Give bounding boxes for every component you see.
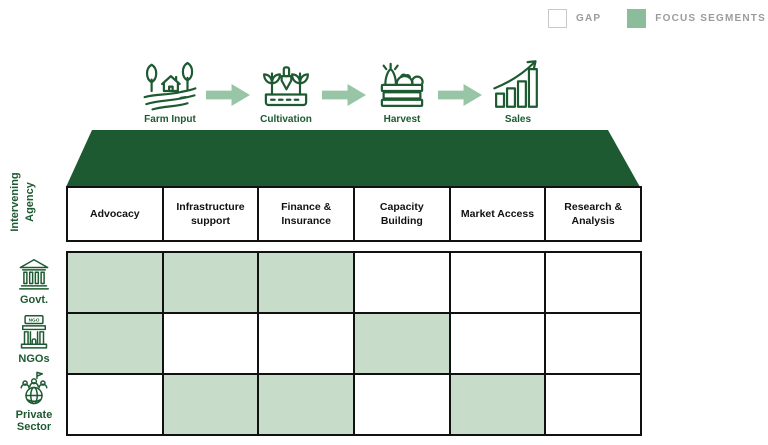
matrix-cell-private-sector-finance-insurance <box>258 374 354 435</box>
stage-label: Sales <box>504 114 532 125</box>
gap-swatch-icon <box>548 9 567 28</box>
matrix-cell-ngos-finance-insurance <box>258 313 354 374</box>
government-building-icon <box>14 255 54 293</box>
matrix-cell-ngos-advocacy <box>67 313 163 374</box>
flow-arrow-icon <box>206 84 250 106</box>
matrix-cell-private-sector-research-analysis <box>545 374 641 435</box>
matrix-cell-govt-infrastructure-support <box>162 252 259 313</box>
legend-focus-segments-label: FOCUS SEGMENTS <box>655 13 766 24</box>
agency-label: Private Sector <box>15 408 53 434</box>
farm-icon <box>142 56 198 112</box>
stage-cultivation: Cultivation <box>250 56 322 125</box>
legend-item-gap: GAP <box>548 9 601 28</box>
matrix-grid <box>66 251 642 436</box>
stage-label: Farm Input <box>144 114 196 125</box>
cultivation-icon <box>258 56 314 112</box>
matrix-cell-private-sector-capacity-building <box>353 374 450 435</box>
flow-arrow-icon <box>438 84 482 106</box>
matrix-cell-ngos-capacity-building <box>353 313 450 374</box>
column-header-capacity-building: Capacity Building <box>353 187 450 241</box>
stage-label: Harvest <box>383 114 421 125</box>
agency-label: NGOs <box>18 353 50 366</box>
svg-text:NGO: NGO <box>29 318 40 324</box>
matrix-cell-govt-capacity-building <box>353 252 450 313</box>
column-header-infrastructure-support: Infrastructure support <box>162 187 259 241</box>
matrix-cell-private-sector-market-access <box>449 374 546 435</box>
matrix-cell-private-sector-infrastructure-support <box>162 374 259 435</box>
value-chain-roof-shape <box>66 130 640 187</box>
legend-gap-label: GAP <box>576 13 602 24</box>
value-chain-flow: Farm Input Cultivation Harvest Sales <box>134 56 554 125</box>
matrix-cell-govt-advocacy <box>67 252 163 313</box>
harvest-crate-icon <box>374 56 430 112</box>
stage-label: Cultivation <box>260 114 312 125</box>
column-header-advocacy: Advocacy <box>67 187 163 241</box>
matrix-cell-govt-finance-insurance <box>258 252 354 313</box>
matrix-cell-ngos-infrastructure-support <box>162 313 259 374</box>
flow-arrow-icon <box>322 84 366 106</box>
row-label-govt: Govt. <box>6 251 62 310</box>
matrix-cell-ngos-research-analysis <box>545 313 641 374</box>
stage-harvest: Harvest <box>366 56 438 125</box>
column-header-research-analysis: Research & Analysis <box>545 187 641 241</box>
focus-segments-swatch-icon <box>627 9 647 28</box>
stage-sales: Sales <box>482 56 554 125</box>
matrix-cell-govt-market-access <box>449 252 546 313</box>
intervening-agency-axis-label: Intervening Agency <box>9 172 36 232</box>
row-label-private-sector: Private Sector <box>6 370 62 434</box>
legend: GAP FOCUS SEGMENTS <box>548 9 768 28</box>
sales-growth-icon <box>490 56 546 112</box>
matrix-cell-govt-research-analysis <box>545 252 641 313</box>
row-label-ngos: NGO NGOs <box>6 310 62 369</box>
matrix-cell-ngos-market-access <box>449 313 546 374</box>
ngo-building-icon: NGO <box>14 314 54 352</box>
agency-label: Govt. <box>19 293 49 306</box>
stage-farm-input: Farm Input <box>134 56 206 125</box>
legend-item-focus-segments: FOCUS SEGMENTS <box>627 9 766 28</box>
column-header-finance-insurance: Finance & Insurance <box>258 187 354 241</box>
matrix-cell-private-sector-advocacy <box>67 374 163 435</box>
column-header-market-access: Market Access <box>449 187 546 241</box>
private-sector-globe-icon <box>14 370 54 408</box>
